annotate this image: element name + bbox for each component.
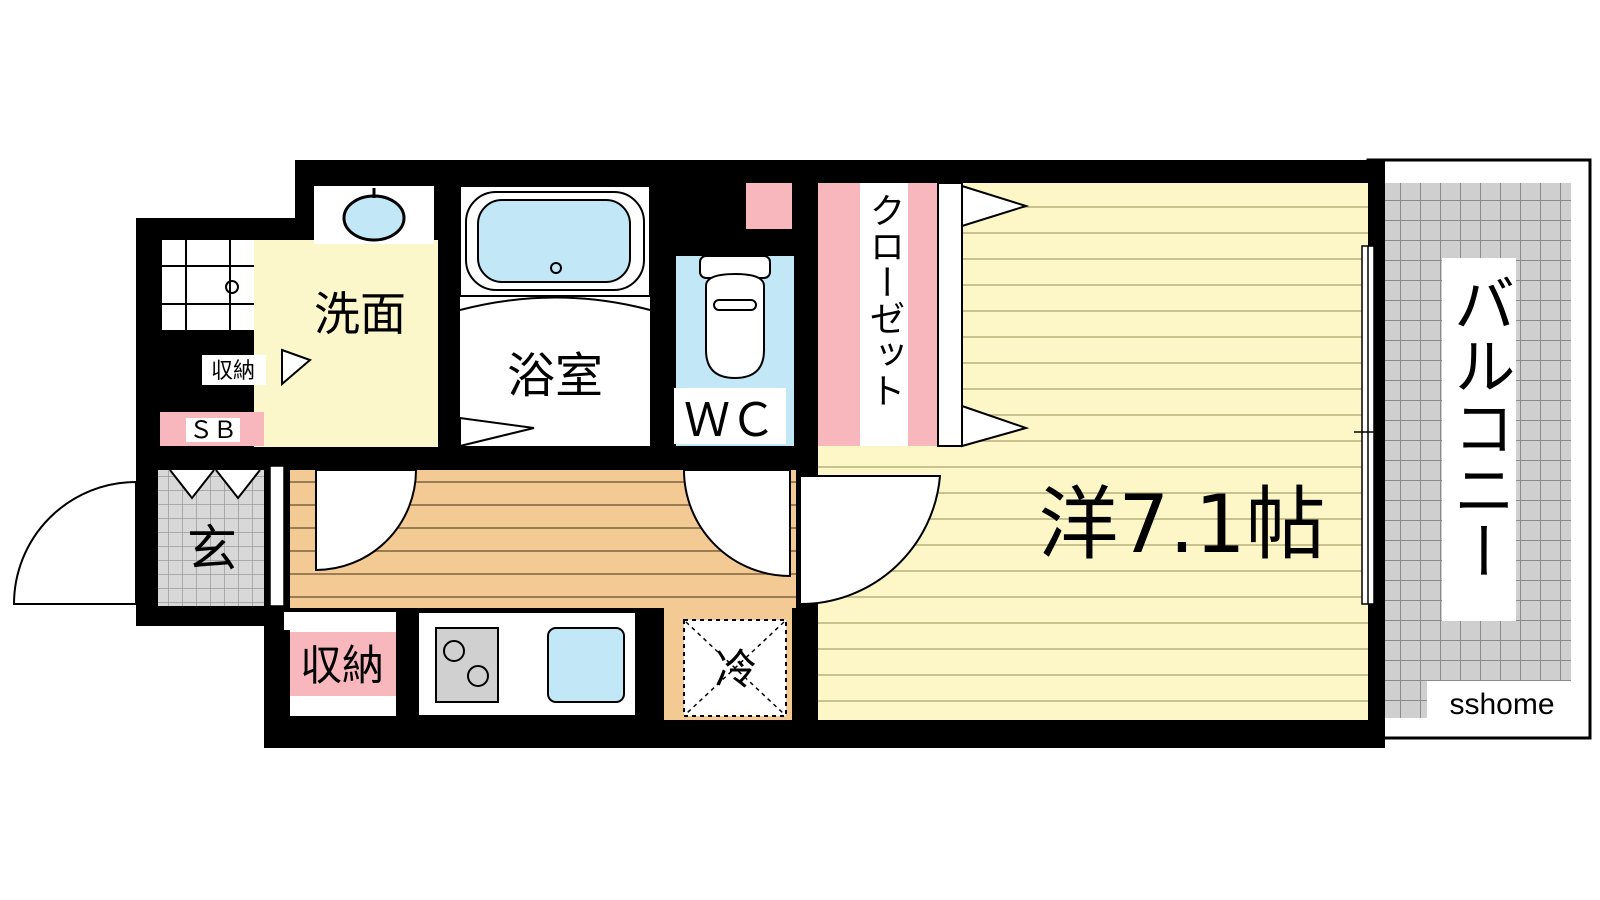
washing-machine-area [162, 240, 254, 330]
washroom [254, 186, 438, 447]
room-label-balcony: バルコニー [1443, 272, 1516, 582]
room-label-fridge: 冷 [715, 645, 757, 694]
entrance [158, 355, 266, 606]
room-label-washroom: 洗面 [314, 287, 406, 341]
doors [12, 245, 1382, 607]
room-label-storage-small: 収納 [211, 359, 255, 384]
room-label-entrance: 玄 [187, 520, 237, 578]
room-label-shoe-box: ＳＢ [189, 416, 237, 444]
toilet-room [674, 183, 794, 446]
watermark: sshome [1449, 688, 1554, 721]
bathroom [459, 185, 651, 446]
kitchen [284, 604, 792, 720]
balcony [1366, 158, 1592, 740]
room-label-closet: クローゼット [864, 192, 905, 408]
closet [818, 182, 1030, 448]
room-label-western-room: 洋7.1帖 [1038, 478, 1325, 571]
room-label-storage: 収納 [300, 641, 384, 690]
room-label-toilet: ＷＣ [684, 393, 776, 447]
room-label-bathroom: 浴室 [507, 348, 603, 404]
